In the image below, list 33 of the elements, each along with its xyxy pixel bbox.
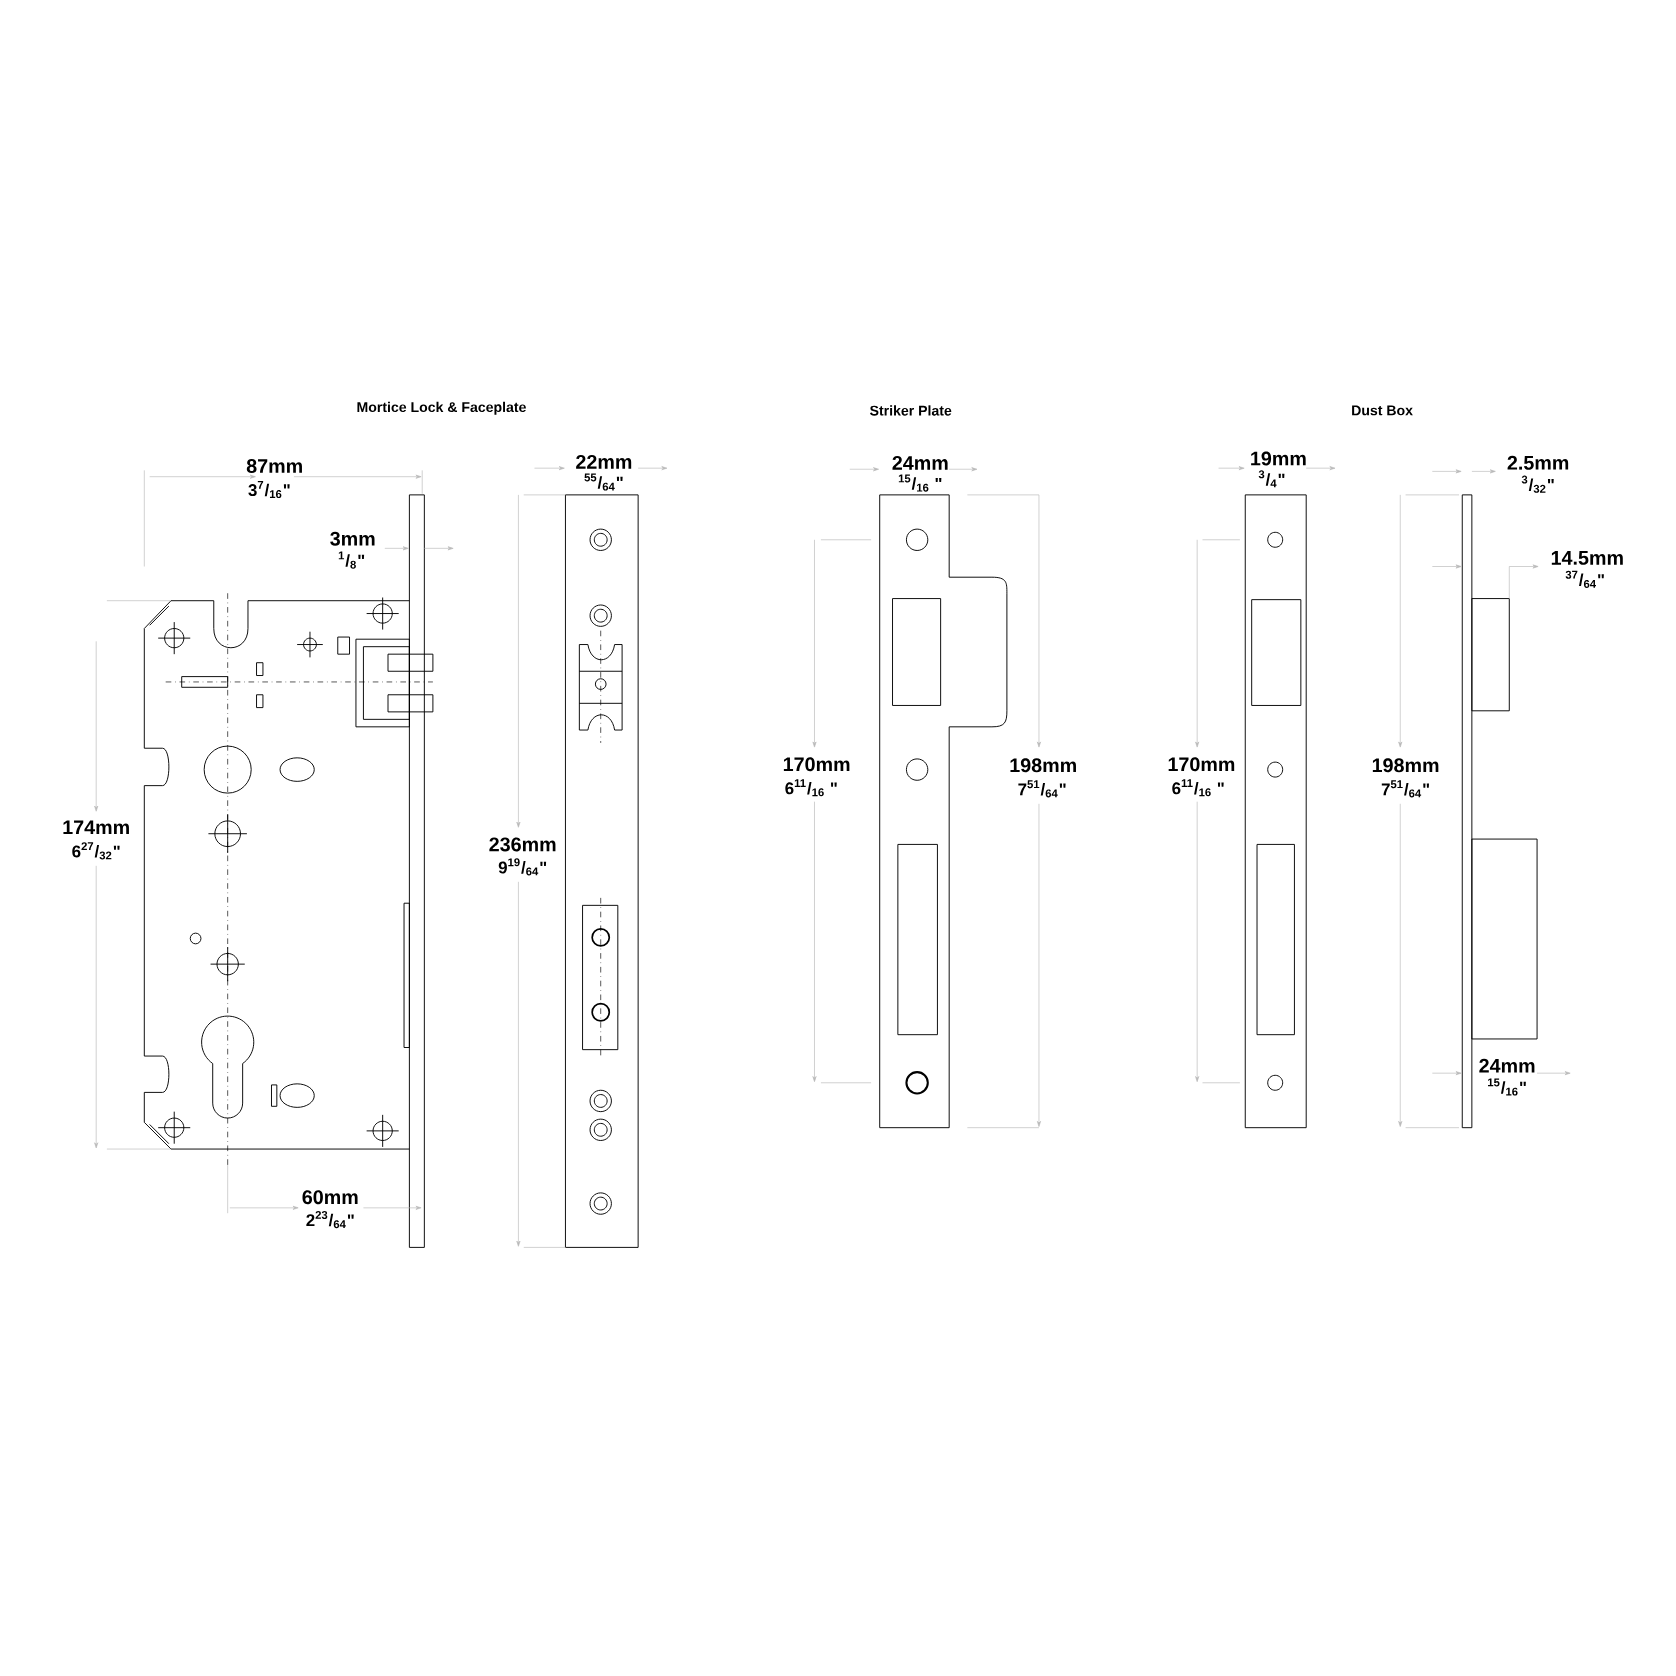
view-title: Dust Box — [1352, 405, 1413, 416]
dimension-label: 60mm — [302, 1190, 358, 1205]
dimension-label: 198mm — [1372, 758, 1439, 773]
dimension-label: 7$^{51}$/$_{64}$" — [1018, 780, 1066, 798]
dimension-label: 22mm — [576, 454, 632, 469]
dimension-label: 14.5mm — [1551, 551, 1623, 565]
view-title: Striker Plate — [870, 405, 952, 416]
dimension-label: $^{15}$/$_{16}$ " — [898, 474, 942, 492]
dimension-label: 3$^{7}$/$_{16}$" — [248, 481, 290, 499]
dimension-label: 3mm — [330, 531, 375, 546]
dimension-label: 24mm — [892, 455, 948, 470]
dimension-label: $^{3}$/$_{4}$" — [1258, 470, 1285, 488]
dimension-label: $^{1}$/$_{8}$" — [338, 551, 365, 569]
dimension-label: 2$^{23}$/$_{64}$" — [306, 1211, 354, 1229]
dimension-label: $^{15}$/$_{16}$" — [1488, 1078, 1526, 1096]
dimension-label: 7$^{51}$/$_{64}$" — [1381, 780, 1429, 798]
dimension-label: 236mm — [489, 837, 556, 852]
dimension-label: 87mm — [246, 459, 302, 473]
dimension-label: 6$^{27}$/$_{32}$" — [72, 842, 120, 860]
dimension-label: 170mm — [783, 757, 850, 772]
dimension-label: $^{3}$/$_{32}$" — [1521, 475, 1554, 493]
dimension-label: 6$^{11}$/$_{16}$ " — [785, 779, 837, 797]
dimension-label: 198mm — [1010, 758, 1076, 773]
dimension-label: $^{55}$/$_{64}$" — [584, 473, 623, 491]
dimension-label: 174mm — [63, 820, 129, 835]
dimension-label: $^{37}$/$_{64}$" — [1565, 570, 1604, 588]
dimension-label: 9$^{19}$/$_{64}$" — [498, 858, 547, 876]
dimension-label: 19mm — [1251, 451, 1306, 466]
view-title: Mortice Lock & Faceplate — [357, 401, 526, 415]
dimension-label: 24mm — [1479, 1058, 1535, 1073]
dimension-label: 6$^{11}$/$_{16}$ " — [1172, 779, 1224, 797]
dimension-label: 170mm — [1168, 757, 1235, 772]
dimension-label: 2.5mm — [1507, 455, 1569, 470]
